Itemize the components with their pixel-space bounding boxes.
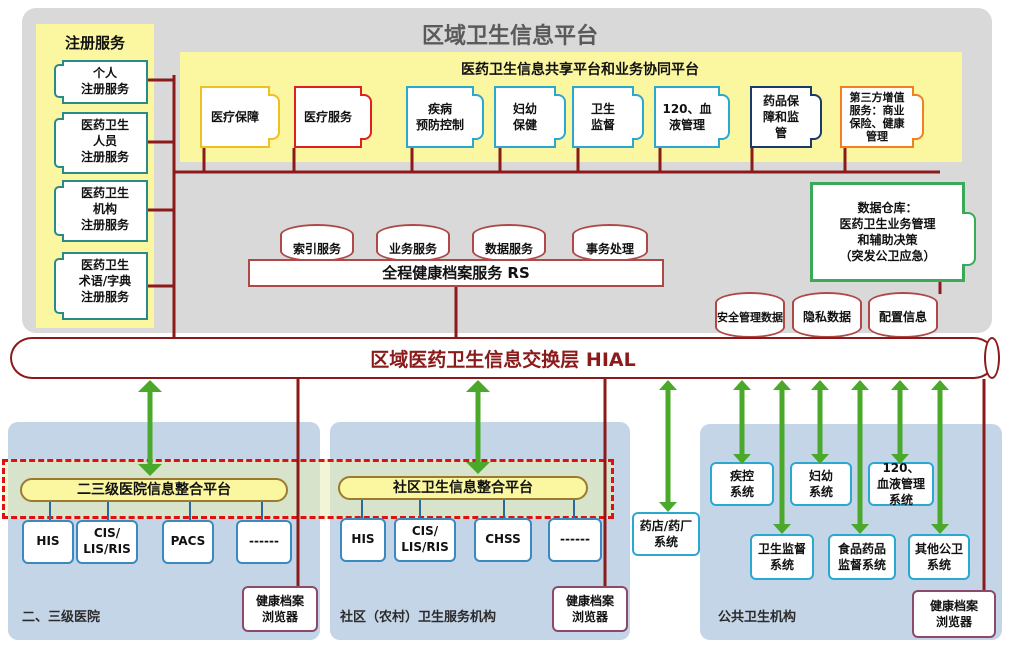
service-line: 服务：商业 [849,103,905,117]
business-service[interactable]: 业务服务 [376,224,450,262]
data-service[interactable]: 数据服务 [472,224,546,262]
service-tab [554,94,566,140]
sharing-service-8[interactable]: 第三方增值服务：商业保险、健康管理 [840,86,914,148]
registry-line: 注册服务 [80,290,129,305]
service-line: 预防控制 [415,118,464,132]
service-line: 药品保 [762,93,799,108]
public-health-system-b-1[interactable]: 卫生监督 系统 [750,534,814,580]
registry-terminology[interactable]: 医药卫生 术语/字典 注册服务 [62,252,148,320]
service-line: 管 [774,126,787,141]
registry-title: 注册服务 [64,34,125,52]
service-tab [912,94,924,140]
hial-exchange-layer[interactable]: 区域医药卫生信息交换层 HIAL [10,337,996,379]
registry-tab [54,64,64,98]
community-system-4[interactable]: ------ [548,518,602,562]
platform-title: 区域卫生信息平台 [421,24,598,49]
public-health-ehr-browser[interactable]: 健康档案 浏览器 [912,590,996,638]
registry-staff[interactable]: 医药卫生 人员 注册服务 [62,112,148,174]
service-line: 保健 [512,118,537,132]
warehouse-line: 和辅助决策 [857,233,918,247]
registry-line: 医药卫生 [80,258,129,272]
hospital-ehr-browser[interactable]: 健康档案 浏览器 [242,586,318,632]
hial-cylinder-end [984,337,1000,379]
sharing-platform-title: 医药卫生信息共享平台和业务协同平台 [461,62,699,78]
hospital-system-2[interactable]: CIS/ LIS/RIS [76,520,138,564]
registry-line: 术语/字典 [78,274,132,289]
registry-line: 机构 [92,202,117,217]
ehr-service-rs[interactable]: 全程健康档案服务 RS [248,259,664,287]
community-ehr-browser[interactable]: 健康档案 浏览器 [552,586,628,632]
service-line: 妇幼 [512,101,537,116]
service-tab [810,94,822,140]
community-system-3[interactable]: CHSS [474,518,532,562]
data-warehouse[interactable]: 数据仓库： 医药卫生业务管理 和辅助决策 （突发公卫应急） [810,182,965,282]
hospital-system-4[interactable]: ------ [236,520,292,564]
hospital-system-1[interactable]: HIS [22,520,74,564]
service-line: 障和监 [762,109,799,124]
community-integration-platform[interactable]: 社区卫生信息整合平台 [338,476,588,500]
registry-tab [54,186,64,236]
service-line: 保险、健康 [849,117,905,130]
sharing-service-2[interactable]: 医疗服务 [294,86,362,148]
public-health-system-2[interactable]: 妇幼 系统 [790,462,852,506]
service-line: 第三方增值 [849,90,905,104]
config-info[interactable]: 配置信息 [868,292,938,338]
registry-line: 注册服务 [80,218,129,233]
service-tab [472,94,484,140]
pharmacy-system[interactable]: 药店/药厂 系统 [632,512,700,556]
warehouse-line: 数据仓库： [857,200,918,215]
service-line: 管理 [866,130,888,144]
registry-line: 医药卫生 [80,118,129,132]
service-line: 液管理 [668,118,705,132]
warehouse-line: （突发公卫应急） [839,249,936,264]
sharing-service-1[interactable]: 医疗保障 [200,86,270,148]
public-health-system-3[interactable]: 120、 血液管理 系统 [868,461,934,507]
service-line: 医疗服务 [303,109,352,124]
hospital-system-3[interactable]: PACS [162,520,214,564]
data-warehouse-tab [962,212,976,266]
service-line: 120、血 [662,101,712,116]
service-line: 疾病 [427,101,452,116]
public-health-system-b-2[interactable]: 食品药品 监督系统 [828,534,896,580]
service-line: 医疗保障 [210,109,259,124]
service-line: 卫生 [590,101,615,116]
registry-line: 个人 [92,66,117,80]
registry-person[interactable]: 个人 注册服务 [62,60,148,104]
hospital-integration-platform[interactable]: 二三级医院信息整合平台 [20,478,288,502]
registry-line: 注册服务 [80,82,129,97]
warehouse-line: 医药卫生业务管理 [839,216,936,231]
hospitals-label: 二、三级医院 [22,610,101,625]
public-health-label: 公共卫生机构 [718,610,797,625]
community-system-1[interactable]: HIS [340,518,386,562]
service-tab [718,94,730,140]
registry-tab [54,258,64,314]
service-tab [268,94,280,140]
registry-line: 注册服务 [80,150,129,165]
registry-institution[interactable]: 医药卫生 机构 注册服务 [62,180,148,242]
registry-tab [54,118,64,168]
community-system-2[interactable]: CIS/ LIS/RIS [394,518,456,562]
community-label: 社区（农村）卫生服务机构 [340,610,497,625]
registry-line: 医药卫生 [80,186,129,200]
service-tab [360,94,372,140]
public-health-system-b-3[interactable]: 其他公卫 系统 [908,534,970,580]
privacy-data[interactable]: 隐私数据 [792,292,862,338]
service-line: 监督 [590,118,615,132]
registry-line: 人员 [92,134,117,149]
service-tab [632,94,644,140]
sharing-service-7[interactable]: 药品保障和监管 [750,86,812,148]
security-data[interactable]: 安全管理数据 [715,292,785,338]
